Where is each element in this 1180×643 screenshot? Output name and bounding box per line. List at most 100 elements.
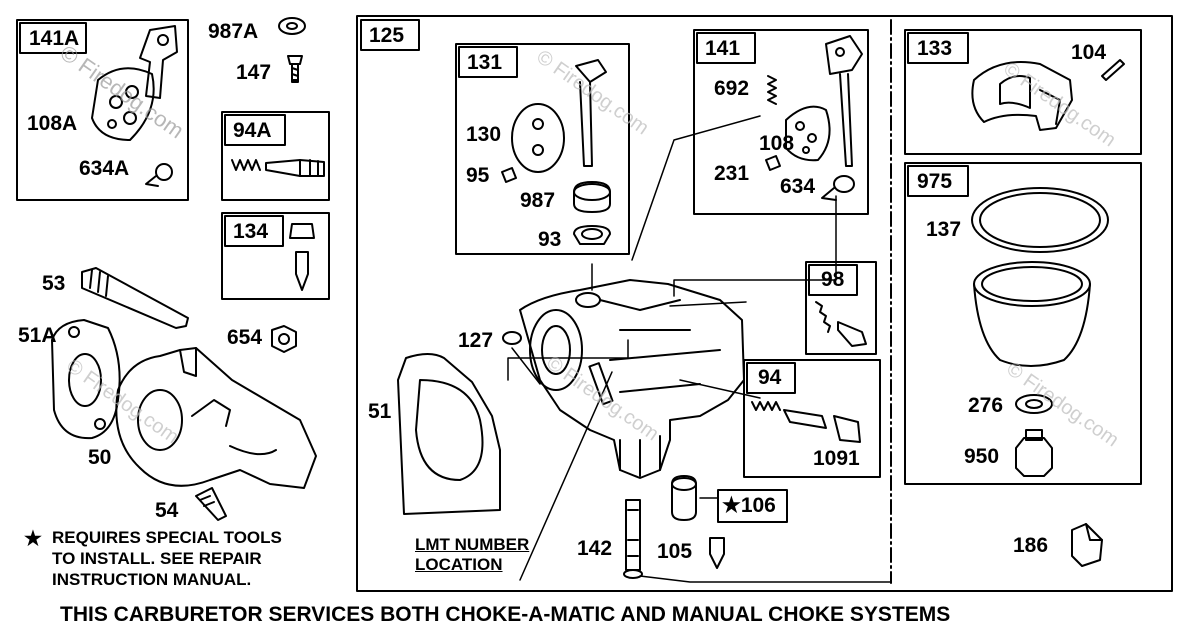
float-bowl xyxy=(973,261,1091,307)
callout-186: 186 xyxy=(1013,534,1049,557)
pin-104 xyxy=(1101,59,1125,81)
box-label-106: ★106 xyxy=(722,495,776,516)
footer-caption: THIS CARBURETOR SERVICES BOTH CHOKE-A-MA… xyxy=(60,603,951,626)
callout-634: 634 xyxy=(780,175,816,198)
box-94a-tag xyxy=(224,114,286,146)
gasket-51a xyxy=(51,319,121,440)
star-icon: ★ xyxy=(722,494,741,517)
note-line-1: REQUIRES SPECIAL TOOLS xyxy=(52,528,282,547)
box-125-frame xyxy=(356,15,1173,592)
callout-130: 130 xyxy=(466,123,502,146)
box-131-tag xyxy=(458,46,518,78)
box-label-106-text: 106 xyxy=(740,494,776,517)
lmt-label-line-2: LOCATION xyxy=(415,555,503,574)
box-134-tag xyxy=(224,215,284,247)
needle-105 xyxy=(709,537,725,569)
washer-276 xyxy=(1015,394,1053,414)
callout-51: 51 xyxy=(368,400,392,423)
box-134-frame xyxy=(221,212,330,300)
box-label-134: 134 xyxy=(233,220,269,243)
callout-231: 231 xyxy=(714,162,750,185)
bowl-nut-950 xyxy=(1015,437,1053,477)
callout-654: 654 xyxy=(227,326,263,349)
box-label-98: 98 xyxy=(821,268,845,291)
box-label-975: 975 xyxy=(917,170,953,193)
box-131-frame xyxy=(455,43,630,255)
box-125-tag xyxy=(360,19,420,51)
callout-93: 93 xyxy=(538,228,562,251)
callout-104: 104 xyxy=(1071,41,1107,64)
callout-50: 50 xyxy=(88,446,112,469)
needle-seat-134 xyxy=(289,223,315,239)
stud-53 xyxy=(81,267,189,329)
plug-127 xyxy=(502,331,522,345)
throttle-plate-130 xyxy=(511,103,565,173)
needle-94a xyxy=(265,159,325,177)
callout-137: 137 xyxy=(926,218,962,241)
box-label-133: 133 xyxy=(917,37,953,60)
choke-bracket-133 xyxy=(971,61,1073,131)
screw-95 xyxy=(501,167,517,183)
callout-105: 105 xyxy=(657,540,693,563)
nut-654 xyxy=(271,325,297,353)
box-975-tag xyxy=(907,165,969,197)
choke-plate-141a xyxy=(91,67,155,141)
intake-elbow-50 xyxy=(115,347,317,489)
box-label-94: 94 xyxy=(758,366,782,389)
carburetor-body xyxy=(519,279,745,479)
box-98-frame xyxy=(805,261,877,355)
box-94-frame xyxy=(743,359,881,478)
spring-98 xyxy=(815,301,831,333)
spring-94 xyxy=(751,401,781,411)
box-label-125: 125 xyxy=(369,24,405,47)
callout-692: 692 xyxy=(714,77,750,100)
seal-93 xyxy=(573,225,611,245)
callout-950: 950 xyxy=(964,445,1000,468)
choke-shaft-141 xyxy=(825,35,863,75)
callout-51a: 51A xyxy=(18,324,57,347)
throttle-shaft-130 xyxy=(575,59,607,83)
lmt-label-line-1: LMT NUMBER xyxy=(415,535,530,554)
needle-94 xyxy=(783,409,827,429)
choke-plate-108 xyxy=(785,105,831,162)
box-94-tag xyxy=(746,362,796,394)
callout-108a: 108A xyxy=(27,112,78,135)
box-label-131: 131 xyxy=(467,51,503,74)
box-label-141: 141 xyxy=(705,37,741,60)
box-106-frame xyxy=(717,489,788,523)
screw-54 xyxy=(195,487,227,521)
callout-276: 276 xyxy=(968,394,1004,417)
box-133-tag xyxy=(907,32,969,64)
screw-98 xyxy=(837,321,867,347)
inlet-needle-134 xyxy=(295,251,309,291)
callout-987a: 987A xyxy=(208,20,259,43)
callout-108: 108 xyxy=(759,132,795,155)
box-141-tag xyxy=(696,32,756,64)
gasket-137 xyxy=(971,187,1109,253)
callout-54: 54 xyxy=(155,499,179,522)
box-141-frame xyxy=(693,29,869,215)
note-line-2: TO INSTALL. SEE REPAIR xyxy=(52,549,262,568)
callout-142: 142 xyxy=(577,537,613,560)
washer-987a xyxy=(278,17,306,35)
box-141a-frame xyxy=(16,19,189,201)
callout-634a: 634A xyxy=(79,157,130,180)
spring-634 xyxy=(833,175,855,193)
bushing-106 xyxy=(671,475,697,521)
spring-692 xyxy=(767,75,777,105)
tube-142 xyxy=(625,499,641,571)
note-line-3: INSTRUCTION MANUAL. xyxy=(52,570,252,589)
callout-1091: 1091 xyxy=(813,447,860,470)
callout-95: 95 xyxy=(466,164,490,187)
note-star-icon: ★ xyxy=(24,528,42,550)
box-label-141a: 141A xyxy=(29,27,80,50)
spring-94a xyxy=(231,159,261,171)
box-label-94a: 94A xyxy=(233,119,272,142)
screw-231 xyxy=(765,155,781,171)
box-975-frame xyxy=(904,162,1142,485)
box-141a-tag xyxy=(19,22,87,54)
callout-127: 127 xyxy=(458,329,494,352)
leader-lines xyxy=(507,115,891,583)
